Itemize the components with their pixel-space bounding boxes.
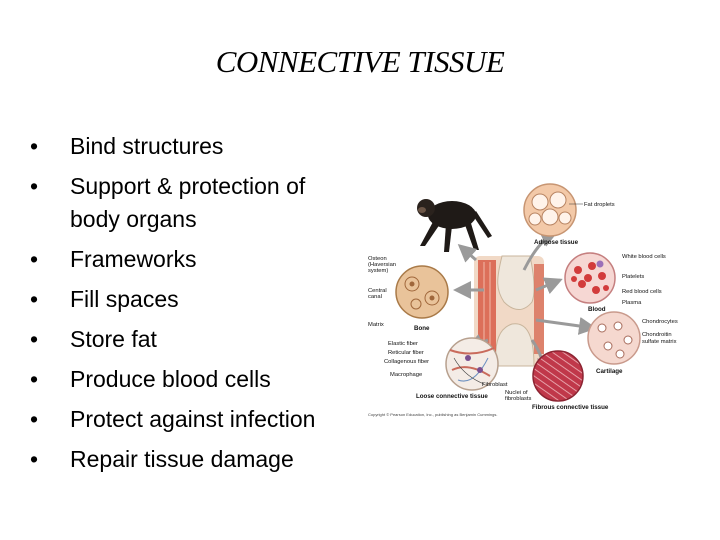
label-nuclei-1: Nuclei of	[505, 390, 528, 396]
label-white-blood-cells: White blood cells	[622, 254, 666, 260]
connective-tissue-figure: Fat droplets Adipose tissue White blood …	[364, 180, 704, 420]
label-chondroitin-2: sulfate matrix	[642, 339, 677, 345]
label-loose-connective: Loose connective tissue	[416, 393, 488, 400]
label-cartilage: Cartilage	[596, 368, 623, 375]
label-elastic-fiber: Elastic fiber	[388, 341, 418, 347]
label-plasma: Plasma	[622, 300, 642, 306]
label-fat-droplets: Fat droplets	[584, 202, 615, 208]
adipose-tissue-image	[523, 183, 577, 237]
bullet-item: Support & protection of body organs	[30, 170, 360, 236]
loose-connective-tissue-image	[445, 337, 499, 391]
label-central-2: canal	[368, 294, 382, 300]
label-bone: Bone	[414, 325, 430, 332]
label-red-blood-cells: Red blood cells	[622, 289, 662, 295]
label-adipose-tissue: Adipose tissue	[534, 239, 579, 246]
bullet-item: Protect against infection	[30, 403, 360, 436]
bullet-item: Fill spaces	[30, 283, 360, 316]
label-chondrocytes: Chondrocytes	[642, 319, 678, 325]
joint-center-image	[474, 255, 544, 367]
label-reticular-fiber: Reticular fiber	[388, 350, 424, 356]
bone-image	[395, 265, 449, 319]
label-osteon-1: Osteon	[368, 256, 387, 262]
label-fibrous-connective: Fibrous connective tissue	[532, 404, 609, 411]
bullet-item: Bind structures	[30, 130, 360, 163]
slide-title: CONNECTIVE TISSUE	[215, 44, 505, 79]
bullet-list: Bind structures Support & protection of …	[30, 130, 360, 483]
bullet-item: Frameworks	[30, 243, 360, 276]
label-fibroblast: Fibroblast	[482, 382, 508, 388]
bullet-item: Produce blood cells	[30, 363, 360, 396]
label-blood: Blood	[588, 306, 606, 313]
chimpanzee-image	[417, 199, 492, 252]
fibrous-connective-tissue-image	[532, 350, 584, 402]
cartilage-image	[587, 311, 641, 365]
blood-image	[564, 252, 616, 304]
tissue-illustration: Fat droplets Adipose tissue White blood …	[368, 183, 678, 417]
label-osteon-3: system)	[368, 268, 388, 274]
figure-copyright: Copyright © Pearson Education, Inc., pub…	[368, 412, 497, 417]
label-matrix: Matrix	[368, 322, 384, 328]
label-platelets: Platelets	[622, 274, 644, 280]
label-macrophage: Macrophage	[390, 372, 422, 378]
bullet-item: Repair tissue damage	[30, 443, 360, 476]
label-central-1: Central	[368, 288, 387, 294]
label-chondroitin-1: Chondroitin	[642, 332, 672, 338]
label-nuclei-2: fibroblasts	[505, 396, 532, 402]
bullet-item: Store fat	[30, 323, 360, 356]
label-osteon-2: (Haversian	[368, 262, 396, 268]
label-collagenous-fiber: Collagenous fiber	[384, 359, 429, 365]
